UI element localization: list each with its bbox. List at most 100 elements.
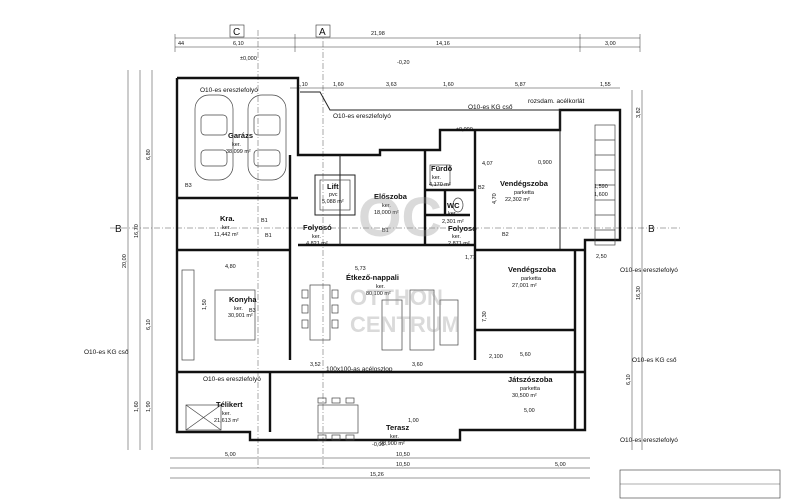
car-icon	[247, 94, 287, 181]
dim-bottom-c: 5,00	[555, 462, 566, 468]
svg-text:B3: B3	[185, 183, 192, 189]
room-name-eloszoba: Előszoba	[374, 192, 408, 201]
exterior-walls	[175, 76, 622, 442]
level-zero: ±0,000	[240, 56, 257, 62]
svg-text:ker.: ker.	[222, 225, 231, 231]
room-lift: Lift pvc 5,088 m²	[322, 182, 344, 205]
room-name-folyoso-2: Folyosó	[448, 224, 477, 233]
svg-text:2,301 m²: 2,301 m²	[442, 219, 464, 225]
svg-text:ker.: ker.	[222, 411, 231, 417]
dining-table-icon	[301, 284, 339, 341]
svg-text:0,900: 0,900	[538, 160, 552, 166]
dim-top-j: 1,55	[600, 82, 611, 88]
room-name-wc: WC	[447, 201, 460, 210]
room-konyha: Konyha ker. 30,901 m² B3	[228, 295, 257, 319]
dim-top-e: 1,60	[333, 82, 344, 88]
room-vendegszoba-1: Vendégszoba parketta 22,302 m² B2	[478, 179, 549, 203]
dim-left-a: 20,00	[122, 254, 128, 268]
room-name-kamra: Kra.	[220, 214, 235, 223]
room-name-vendegszoba-2: Vendégszoba	[508, 265, 557, 274]
watermark-oc: OC	[358, 185, 442, 248]
dim-right-a: 16,30	[636, 286, 642, 300]
title-block	[619, 469, 781, 499]
svg-text:4,80: 4,80	[225, 264, 236, 270]
left-dimensions: 20,00 16,70 6,80 6,10 1,60 1,90	[122, 70, 153, 450]
lift-shaft	[314, 174, 356, 216]
axis-label-a: A	[319, 27, 326, 38]
svg-text:4,170 m²: 4,170 m²	[429, 182, 451, 188]
dim-top-c: 3,00	[605, 41, 616, 47]
interior-walls	[177, 130, 585, 432]
watermark-logo: OC OTTHON CENTRUM	[350, 185, 460, 337]
svg-text:3,52: 3,52	[310, 362, 321, 368]
svg-text:B1: B1	[261, 218, 268, 224]
svg-text:B1: B1	[265, 233, 272, 239]
room-eloszoba: Előszoba ker. 18,000 m² B1	[374, 192, 408, 234]
dim-top-d: 44	[178, 41, 184, 47]
axis-label-b-right: B	[648, 224, 655, 235]
svg-text:B2: B2	[502, 232, 509, 238]
room-name-konyha: Konyha	[229, 295, 257, 304]
svg-text:18,000 m²: 18,000 m²	[374, 210, 399, 216]
svg-text:21,613 m²: 21,613 m²	[214, 418, 239, 424]
svg-text:27,001 m²: 27,001 m²	[512, 283, 537, 289]
svg-text:1,50: 1,50	[202, 299, 208, 310]
room-folyoso-1: Folyosó ker. 4,821 m² B1	[265, 223, 332, 247]
note-gutter-3: O10-es ereszlefolyó	[203, 376, 261, 383]
room-etkezo-nappali: Étkező-nappali ker. 80,100 m²	[346, 273, 399, 297]
note-kg-3: O10-es KG cső	[632, 357, 677, 364]
svg-text:ker.: ker.	[452, 234, 461, 240]
dim-left-b: 16,70	[134, 224, 140, 238]
room-name-terasz: Terasz	[386, 423, 409, 432]
note-gutter-4: O10-es ereszlefolyó	[620, 267, 678, 274]
svg-text:80,100 m²: 80,100 m²	[366, 291, 391, 297]
planter-icon	[185, 404, 222, 431]
room-name-telikert: Télikert	[216, 400, 243, 409]
dim-right-d: 2,50	[596, 254, 607, 260]
car-icon	[194, 94, 234, 181]
dim-bottom-b: 10,50	[396, 462, 410, 468]
svg-text:1,77: 1,77	[465, 255, 476, 261]
terrace-table-icon	[317, 397, 359, 441]
svg-text:ker.: ker.	[382, 203, 391, 209]
room-name-lift: Lift	[327, 182, 339, 191]
svg-text:ker.: ker.	[232, 142, 241, 148]
svg-text:parketta: parketta	[521, 276, 542, 282]
dim-top-overall: 21,98	[371, 31, 385, 37]
dim-right-f: 1,600	[594, 192, 608, 198]
svg-text:4,70: 4,70	[492, 193, 498, 204]
watermark-line-2: CENTRUM	[350, 312, 460, 337]
room-name-garazs: Garázs	[228, 131, 253, 140]
stairs	[594, 124, 616, 246]
kitchen-counter-icon	[181, 269, 256, 361]
room-vendegszoba-2: Vendégszoba parketta 27,001 m²	[508, 265, 557, 289]
room-folyoso-2: Folyosó ker. 2,871 m² B2	[448, 224, 509, 247]
dim-top-i: 1,10	[297, 82, 308, 88]
dim-top-a: 6,10	[233, 41, 244, 47]
room-name-furdo: Fürdő	[431, 164, 453, 173]
svg-text:ker.: ker.	[390, 434, 399, 440]
room-telikert: Télikert ker. 21,613 m²	[214, 400, 243, 424]
svg-text:5,00: 5,00	[524, 408, 535, 414]
note-gutter-2: O10-es ereszlefolyó	[333, 113, 391, 120]
note-kg-1: O10-es KG cső	[468, 104, 513, 111]
room-jatszoszoba: Játszószoba parketta 30,500 m²	[508, 375, 553, 399]
room-name-jatszoszoba: Játszószoba	[508, 375, 553, 384]
svg-text:4,07: 4,07	[482, 161, 493, 167]
annotations: O10-es ereszlefolyó O10-es ereszlefolyó …	[84, 87, 678, 444]
room-furdo: Fürdő ker. 4,170 m²	[429, 164, 453, 188]
svg-text:ker.: ker.	[234, 306, 243, 312]
svg-text:3,60: 3,60	[412, 362, 423, 368]
svg-text:5,73: 5,73	[355, 266, 366, 272]
svg-text:4,821 m²: 4,821 m²	[306, 241, 328, 247]
svg-text:22,302 m²: 22,302 m²	[505, 197, 530, 203]
dim-bottom-a: 5,00	[225, 452, 236, 458]
dim-bottom-overall: 15,26	[370, 472, 384, 478]
svg-text:5,60: 5,60	[520, 352, 531, 358]
level-minus5: -0,05	[372, 442, 385, 448]
room-wc: WC ker. 2,301 m²	[442, 201, 464, 225]
svg-text:11,442 m²: 11,442 m²	[214, 232, 239, 238]
dim-left-e: 1,60	[134, 401, 140, 412]
level-zero-2: ±0,000	[456, 127, 473, 133]
